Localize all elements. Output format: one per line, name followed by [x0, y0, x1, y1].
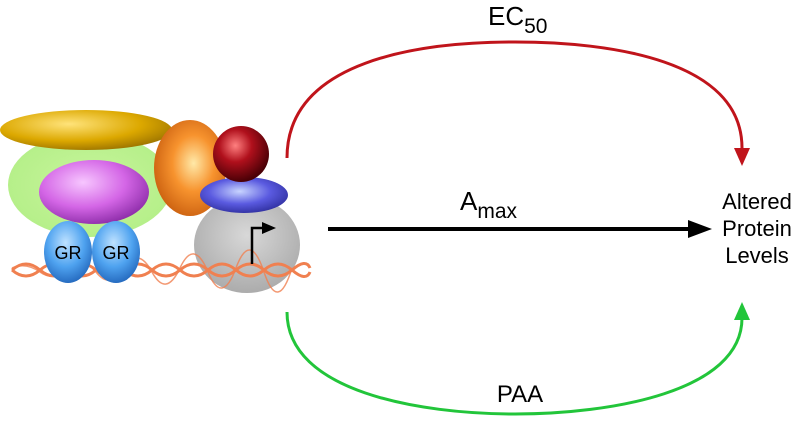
paa-arrow: [285, 311, 744, 416]
paa-arrowhead: [734, 302, 750, 320]
gr-label-right: GR: [103, 243, 130, 263]
ec50-label: EC50: [488, 1, 547, 38]
transcription-start-arrowhead: [262, 222, 276, 234]
paa-label: PAA: [497, 381, 543, 408]
ec50-arrowhead: [734, 148, 750, 166]
amax-label: Amax: [460, 186, 518, 223]
gold-coactivator: [0, 110, 172, 150]
gr-label-left: GR: [55, 243, 82, 263]
outcome-label: Altered Protein Levels: [722, 189, 792, 268]
ec50-arrow: [285, 40, 744, 159]
outcome-line-1: Altered: [722, 189, 792, 214]
transcription-complex-illustration: GR GR: [0, 110, 312, 293]
magenta-protein: [39, 160, 149, 224]
gr-protein-right: [92, 221, 140, 283]
gr-protein-left: [44, 221, 92, 283]
outcome-line-2: Protein: [722, 216, 792, 241]
gray-polymerase: [194, 197, 300, 293]
blue-disc-protein: [200, 177, 288, 213]
transcription-start-arrow: [250, 226, 264, 264]
amax-arrowhead: [688, 220, 712, 238]
red-ball-protein: [213, 126, 269, 182]
outcome-line-3: Levels: [725, 243, 789, 268]
